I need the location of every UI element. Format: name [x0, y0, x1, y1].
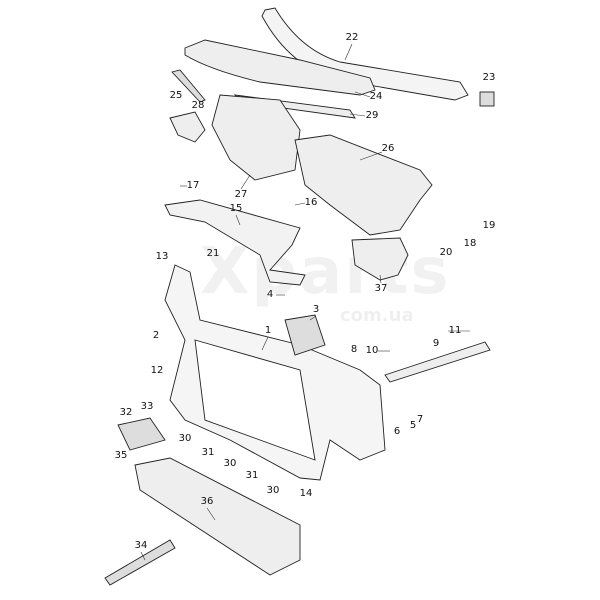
callout-29: 29: [365, 110, 379, 121]
callout-35: 35: [114, 450, 128, 461]
callout-7: 7: [416, 414, 424, 425]
callout-15: 15: [229, 203, 243, 214]
callout-2: 2: [152, 330, 160, 341]
part-36-bumper-absorber: [134, 457, 301, 576]
callout-22: 22: [345, 32, 359, 43]
part-37-housing: [351, 237, 409, 281]
part-34-tow-eye: [104, 539, 176, 586]
callout-31: 31: [245, 470, 259, 481]
callout-10: 10: [365, 345, 379, 356]
callout-9: 9: [432, 338, 440, 349]
callout-18: 18: [463, 238, 477, 249]
leader-lines: [140, 43, 470, 561]
part-23-clip: [479, 91, 495, 107]
callout-20: 20: [439, 247, 453, 258]
callout-36: 36: [200, 496, 214, 507]
callout-3: 3: [312, 304, 320, 315]
part-26-bulkhead: [294, 134, 433, 236]
callout-28: 28: [191, 100, 205, 111]
callout-30: 30: [266, 485, 280, 496]
callout-5: 5: [409, 420, 417, 431]
callout-33: 33: [140, 401, 154, 412]
watermark-brand: Xparts: [200, 235, 451, 309]
callout-1: 1: [264, 325, 272, 336]
part-15-support: [164, 199, 306, 286]
part-27-bulkhead: [211, 94, 301, 181]
callout-34: 34: [134, 540, 148, 551]
callout-30: 30: [223, 458, 237, 469]
part-25-bracket: [169, 111, 206, 143]
callout-21: 21: [206, 248, 220, 259]
callout-37: 37: [374, 283, 388, 294]
part-28-strip: [171, 69, 206, 103]
callout-23: 23: [482, 72, 496, 83]
callout-17: 17: [186, 180, 200, 191]
callout-16: 16: [304, 197, 318, 208]
callout-13: 13: [155, 251, 169, 262]
callout-24: 24: [369, 91, 383, 102]
part-32-33-bracket: [117, 417, 166, 451]
callout-30: 30: [178, 433, 192, 444]
callout-8: 8: [350, 344, 358, 355]
callout-26: 26: [381, 143, 395, 154]
callout-27: 27: [234, 189, 248, 200]
callout-11: 11: [448, 325, 462, 336]
callout-4: 4: [266, 289, 274, 300]
callout-32: 32: [119, 407, 133, 418]
callout-25: 25: [169, 90, 183, 101]
frame-opening: [194, 339, 316, 461]
callout-31: 31: [201, 447, 215, 458]
callout-12: 12: [150, 365, 164, 376]
part-24-plenum: [184, 39, 376, 96]
part-22-cowl-panel: [261, 7, 469, 101]
callout-6: 6: [393, 426, 401, 437]
part-9-strip: [384, 341, 491, 383]
part-3-bracket: [284, 314, 326, 356]
watermark-domain: com.ua: [340, 305, 414, 326]
callout-14: 14: [299, 488, 313, 499]
callout-19: 19: [482, 220, 496, 231]
